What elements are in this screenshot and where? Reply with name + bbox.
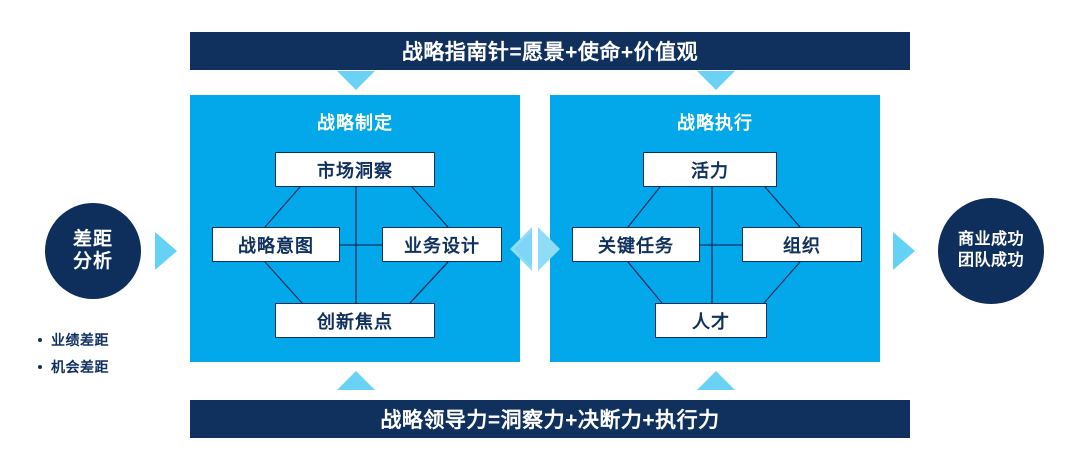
bullet-dot-icon [38,365,42,369]
panel-strategy-formulation: 战略制定 市场洞察 战略意图 业务设计 创新焦点 [190,95,520,362]
arrow-down-icon-left [337,71,375,90]
list-item: 业绩差距 [38,330,178,350]
node-strategic-intent[interactable]: 战略意图 [212,227,340,262]
arrow-right-icon-into-panel [155,232,177,270]
gap-analysis-circle: 差距 分析 [45,203,141,299]
bullet-label: 业绩差距 [51,332,109,348]
bullet-dot-icon [38,338,42,342]
node-innovation-focus[interactable]: 创新焦点 [275,303,435,338]
bidirectional-diamond-icon [510,222,560,276]
gap-analysis-line2: 分析 [72,251,113,272]
node-market-insight[interactable]: 市场洞察 [275,152,435,187]
panel-strategy-execution: 战略执行 活力 关键任务 组织 人才 [550,95,880,362]
arrow-up-icon-right [697,371,735,390]
panel-left-title: 战略制定 [317,113,393,133]
connector-lines-left [264,186,449,304]
node-business-design[interactable]: 业务设计 [382,227,502,262]
strategy-leadership-banner: 战略领导力=洞察力+决断力+执行力 [190,400,910,438]
node-talent[interactable]: 人才 [655,303,767,338]
arrow-right-icon-out-of-panel [893,232,915,270]
success-line1: 商业成功 [957,231,1024,249]
gap-analysis-line1: 差距 [72,229,113,251]
arrow-down-icon-right [697,71,735,90]
node-vitality[interactable]: 活力 [643,152,777,187]
success-line2: 团队成功 [957,252,1024,269]
panel-right-title: 战略执行 [677,113,753,133]
list-item: 机会差距 [38,357,178,377]
node-key-tasks[interactable]: 关键任务 [572,227,700,262]
node-organization[interactable]: 组织 [742,227,862,262]
strategy-compass-banner: 战略指南针=愿景+使命+价值观 [190,32,910,70]
connector-lines-right [627,186,801,304]
bullet-label: 机会差距 [51,359,109,375]
gap-analysis-bullets: 业绩差距 机会差距 [38,330,178,384]
arrow-up-icon-left [337,371,375,390]
success-outcome-circle: 商业成功 团队成功 [938,198,1044,304]
